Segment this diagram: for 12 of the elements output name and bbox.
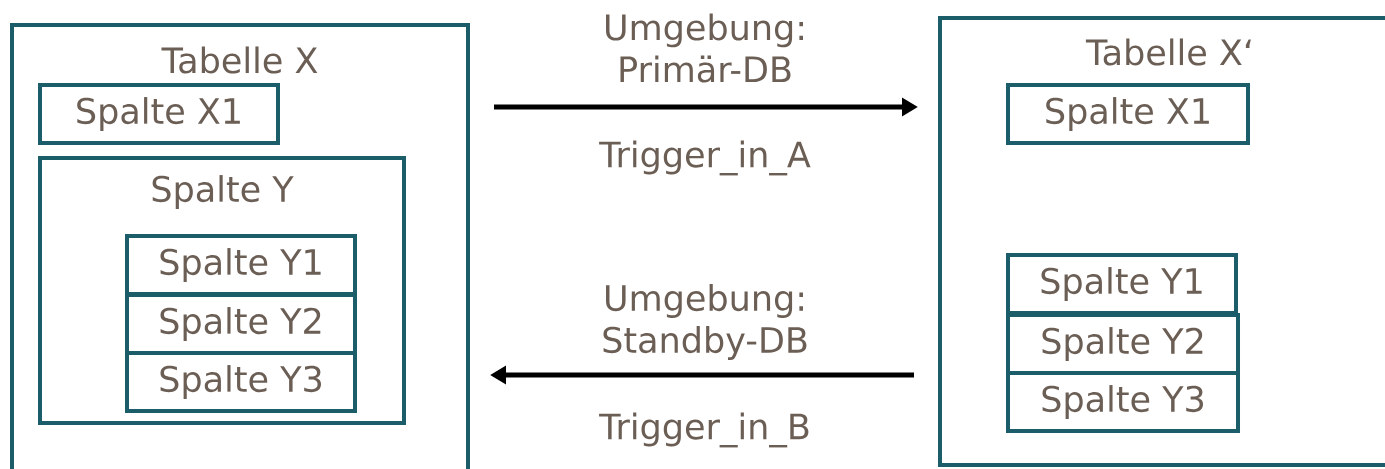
column-box: Spalte Y1 (1006, 253, 1238, 315)
column-box: Spalte Y2 (1006, 313, 1240, 375)
column-box: Spalte Y2 (125, 293, 357, 355)
column-box: Spalte Y3 (125, 351, 357, 413)
edge-label: Umgebung: Primär-DB (606, 13, 803, 83)
trigger-label: Trigger_in_A (599, 140, 811, 176)
trigger-label: Trigger_in_B (599, 412, 809, 448)
column-box: Spalte Y3 (1006, 371, 1240, 433)
column-box: Spalte X1 (1006, 83, 1250, 145)
column-box: Spalte Y1 (125, 234, 357, 296)
edge-label: Umgebung: Standby-DB (603, 284, 807, 360)
column-box: Spalte X1 (38, 83, 280, 145)
